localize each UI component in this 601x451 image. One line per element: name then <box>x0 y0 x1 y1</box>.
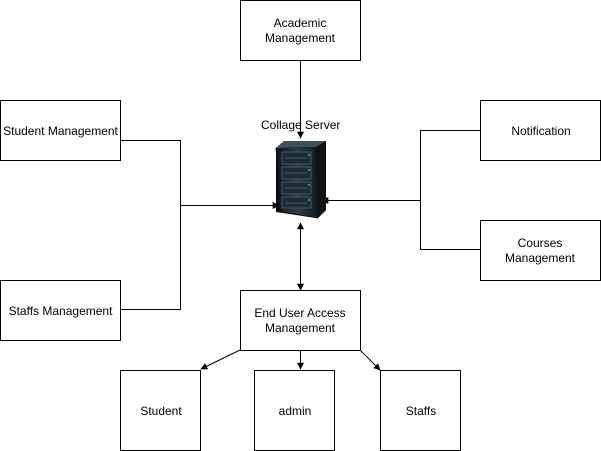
edge-end-user-to-student <box>200 349 241 370</box>
server-caption: Collage Server <box>261 118 341 132</box>
edge-student-mgmt-bracket <box>121 140 181 310</box>
admin-label: admin <box>278 403 312 418</box>
edge-right-bracket <box>420 130 480 250</box>
server-rack-icon <box>275 141 326 219</box>
academic-management-label: Academic Management <box>264 16 336 45</box>
staffs-management-box <box>0 280 121 341</box>
notification-label: Notification <box>511 123 571 138</box>
edge-end-user-to-staffs <box>359 349 381 371</box>
academic-management-box <box>240 0 361 61</box>
admin-box <box>254 370 335 451</box>
courses-management-box <box>480 220 601 281</box>
end-user-access-box <box>240 290 361 351</box>
end-user-access-label: End User Access Management <box>254 306 346 335</box>
student-management-label: Student Management <box>3 123 118 138</box>
courses-management-label: Courses Management <box>504 236 576 265</box>
staffs-management-label: Staffs Management <box>8 303 113 318</box>
student-management-box <box>0 100 121 161</box>
staffs-label: Staffs <box>405 403 437 418</box>
notification-box <box>480 100 601 161</box>
student-label: Student <box>140 403 182 418</box>
